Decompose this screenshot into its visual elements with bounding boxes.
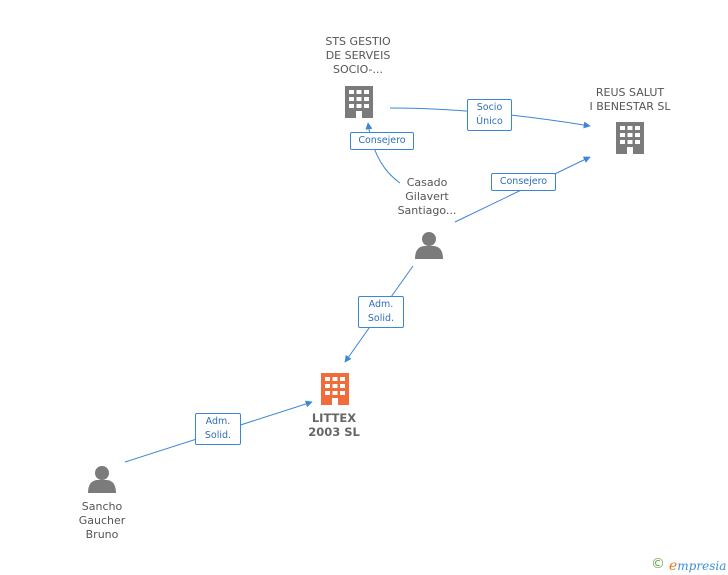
edge-label-line: Socio	[476, 102, 503, 113]
label-line: LITTEX	[311, 411, 357, 425]
company-label-reus[interactable]: REUS SALUT I BENESTAR SL	[578, 86, 682, 114]
label-line: Gaucher	[78, 514, 126, 527]
edge-label-line: Solid.	[204, 430, 232, 441]
footer-brand: © empresia	[651, 554, 726, 574]
person-label-sancho[interactable]: Sancho Gaucher Bruno	[62, 500, 142, 542]
label-line: Gilavert	[405, 190, 449, 203]
edge-label-line: Único	[476, 116, 503, 127]
label-line: REUS SALUT	[595, 86, 665, 99]
edge-label-consejero-sts: Consejero	[350, 132, 414, 150]
copyright-icon: ©	[651, 556, 665, 572]
edge-label-line: Consejero	[358, 135, 406, 146]
person-icon[interactable]	[88, 466, 116, 493]
brand-initial: e	[669, 557, 678, 574]
edge-label-line: Adm.	[205, 416, 231, 427]
label-line: 2003 SL	[308, 425, 360, 439]
person-icon[interactable]	[415, 232, 443, 259]
building-icon[interactable]	[345, 86, 373, 118]
edge-label-line: Solid.	[367, 313, 395, 324]
edge-casado-to-sts	[365, 122, 401, 184]
label-line: Bruno	[85, 528, 119, 541]
edge-label-line: Consejero	[499, 176, 548, 187]
brand-logo[interactable]: empresia	[669, 555, 726, 574]
edge-label-adm-solid-casado: Adm. Solid.	[358, 296, 404, 328]
label-line: Sancho	[81, 500, 123, 513]
edge-label-line: Adm.	[368, 299, 394, 310]
brand-name: mpresia	[677, 558, 727, 573]
company-label-littex[interactable]: LITTEX 2003 SL	[296, 411, 372, 439]
person-label-casado[interactable]: Casado Gilavert Santiago...	[384, 176, 470, 218]
edge-label-adm-solid-sancho: Adm. Solid.	[195, 413, 241, 445]
label-line: DE SERVEIS	[325, 49, 391, 62]
building-icon[interactable]	[616, 122, 644, 154]
edge-label-socio-unico: Socio Único	[467, 99, 512, 131]
building-icon[interactable]	[321, 373, 349, 405]
label-line: Casado	[406, 176, 448, 189]
label-line: STS GESTIO	[325, 35, 391, 48]
label-line: Santiago...	[397, 204, 457, 217]
company-label-sts[interactable]: STS GESTIO DE SERVEIS SOCIO-...	[310, 35, 406, 77]
label-line: SOCIO-...	[333, 63, 383, 76]
label-line: I BENESTAR SL	[589, 100, 671, 113]
edge-label-consejero-reus: Consejero	[491, 173, 556, 191]
